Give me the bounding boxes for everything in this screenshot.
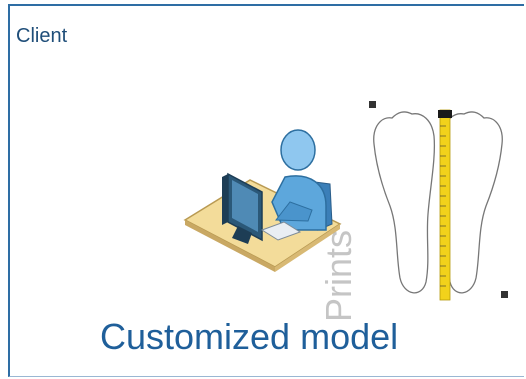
user-at-computer-icon — [183, 129, 342, 272]
feet-measurement-icon — [362, 96, 514, 304]
prints-watermark: Prints — [318, 229, 359, 322]
client-label: Client — [16, 25, 68, 47]
panel-title: Customized model — [100, 316, 399, 357]
